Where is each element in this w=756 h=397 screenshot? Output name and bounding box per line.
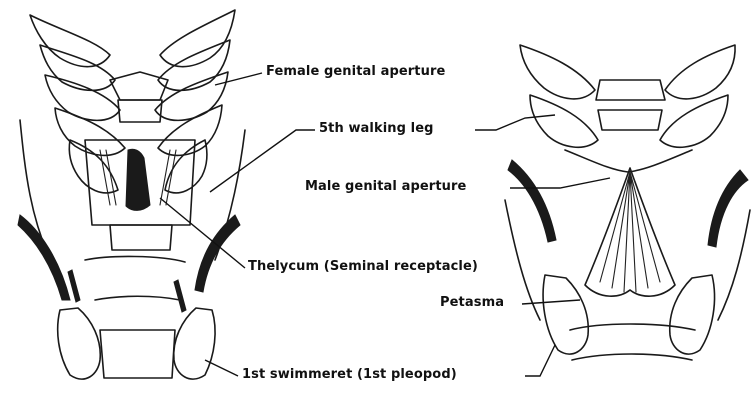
leader-first-swimmeret-right bbox=[525, 345, 555, 376]
leader-fifth-walking-leg-left bbox=[210, 130, 315, 192]
leader-first-swimmeret-left bbox=[205, 360, 238, 376]
leader-thelycum bbox=[160, 198, 245, 268]
label-thelycum: Thelycum (Seminal receptacle) bbox=[248, 259, 478, 274]
male-ventral-view-illustration bbox=[505, 45, 750, 360]
label-male-genital-aperture: Male genital aperture bbox=[305, 179, 466, 194]
label-fifth-walking-leg: 5th walking leg bbox=[319, 121, 434, 136]
label-first-swimmeret: 1st swimmeret (1st pleopod) bbox=[242, 367, 457, 382]
leader-fifth-walking-leg-right bbox=[475, 115, 555, 130]
label-petasma: Petasma bbox=[440, 295, 504, 310]
female-ventral-view-illustration bbox=[18, 10, 245, 379]
label-female-genital-aperture: Female genital aperture bbox=[266, 64, 445, 79]
